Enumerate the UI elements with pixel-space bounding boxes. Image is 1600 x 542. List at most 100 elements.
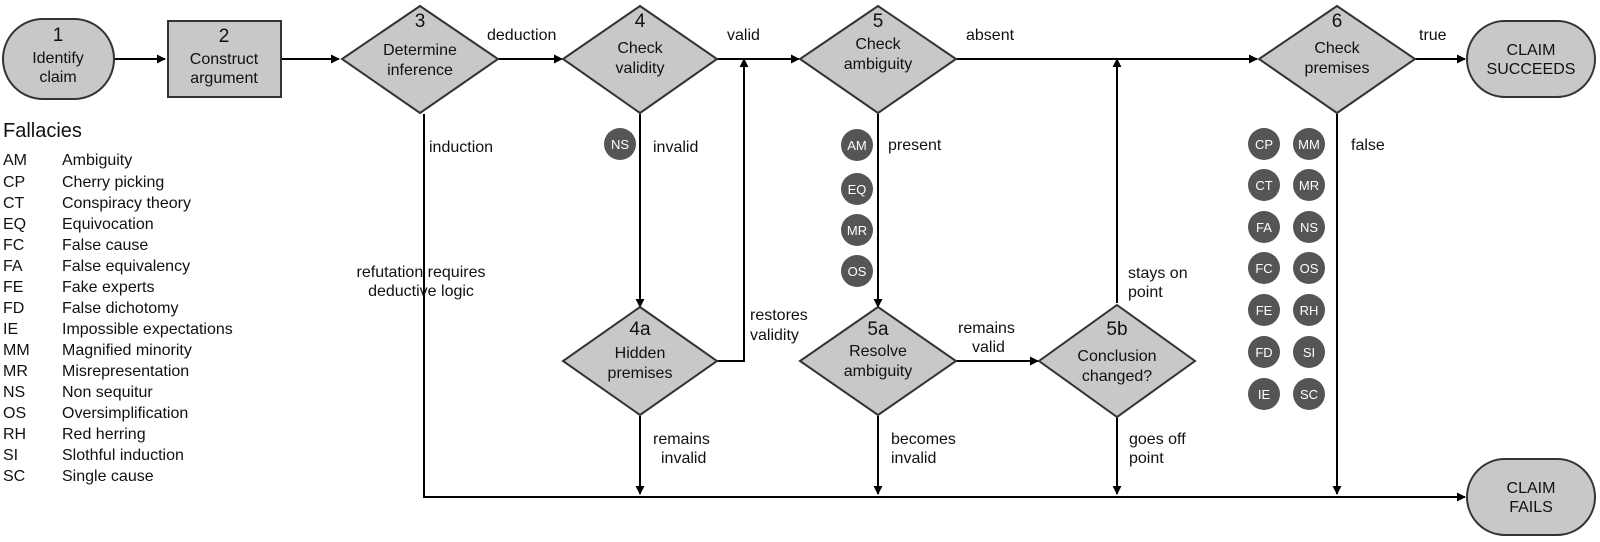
terminal-shape [1466,458,1596,536]
node-label-line2: SUCCEEDS [1487,61,1576,78]
fallacy-badge-label: SI [1303,345,1315,360]
edge-label-valid: valid [727,27,760,44]
legend-code: FD [3,300,24,317]
legend-code: FA [3,258,23,275]
decision-shape [798,305,958,417]
legend-name: Oversimplification [62,405,188,422]
legend-name: Ambiguity [62,152,132,169]
edge-label-refutation-line2: deductive logic [368,283,474,300]
node-5: 5 Check ambiguity [798,4,958,115]
node-label-line1: CLAIM [1507,480,1556,497]
fallacy-badge [1293,169,1325,201]
edges [114,54,1466,502]
fallacy-badge-label: FC [1255,261,1272,276]
edge-3-to-fails [423,114,1466,502]
fallacy-badge [841,255,873,287]
badges-step5: AM EQ MR OS [841,129,873,287]
node-label-line1: Determine [383,42,457,59]
node-label-line1: Hidden [615,345,666,362]
legend-name: Fake experts [62,279,154,296]
node-label-line1: Identify [32,50,84,67]
edge-label-invalid: invalid [653,139,698,156]
decision-shape [340,4,500,115]
legend-code: SC [3,468,25,485]
legend-title: Fallacies [3,120,82,142]
edge-label-remains-invalid-line2: invalid [661,450,706,467]
node-label-line2: changed? [1082,368,1152,385]
edge-label-goes-off-line2: point [1129,450,1164,467]
node-number: 1 [53,25,64,46]
edge-label-restores-line1: restores [750,307,808,324]
decision-shape [798,4,958,115]
node-label-line1: Check [1314,40,1360,57]
fallacy-badge [1248,252,1280,284]
legend-code: AM [3,152,27,169]
fallacy-badge-label: SC [1300,387,1318,402]
edge-labels: deduction valid absent true induction re… [357,27,1447,467]
node-number: 6 [1332,11,1343,32]
legend-name: Slothful induction [62,447,184,464]
terminal-shape [2,18,115,100]
node-claim-succeeds: CLAIM SUCCEEDS [1466,20,1596,98]
node-label-line1: Conclusion [1077,348,1156,365]
fallacy-badge [841,214,873,246]
fallacy-badge-label: CT [1255,178,1272,193]
legend-name: Misrepresentation [62,363,189,380]
node-label-line1: CLAIM [1507,42,1556,59]
fallacy-badge [1248,378,1280,410]
node-4: 4 Check validity [561,4,719,115]
fallacy-badge-label: RH [1300,303,1319,318]
legend-name: False dichotomy [62,300,179,317]
decision-shape [561,305,719,417]
edge-label-remains-invalid-line1: remains [653,431,710,448]
edge-label-stays-line2: point [1128,284,1163,301]
edge-label-remains-valid-line1: remains [958,320,1015,337]
node-label-line2: argument [190,70,258,87]
fallacy-badge [1293,211,1325,243]
edge-label-absent: absent [966,27,1015,44]
fallacy-badge [841,173,873,205]
fallacy-badge [1293,378,1325,410]
fallacy-badge-label: NS [611,137,629,152]
node-label-line1: Construct [190,51,259,68]
legend-code: FE [3,279,23,296]
node-label-line2: premises [1305,60,1370,77]
fallacy-badge-label: AM [847,138,867,153]
node-number: 5a [867,319,889,340]
legend-code: CP [3,174,25,191]
node-label-line1: Resolve [849,343,907,360]
node-number: 4a [629,319,651,340]
legend-code: SI [3,447,18,464]
legend-name: Magnified minority [62,342,192,359]
legend-code: CT [3,195,25,212]
node-5a: 5a Resolve ambiguity [798,305,958,417]
legend-name: False equivalency [62,258,190,275]
node-label-line2: FAILS [1509,499,1553,516]
node-2: 2 Construct argument [167,20,282,98]
node-number: 3 [415,11,426,32]
legend-name: Impossible expectations [62,321,233,338]
legend-code: IE [3,321,18,338]
legend-code: NS [3,384,25,401]
fallacy-badge-label: CP [1255,137,1273,152]
fallacy-badge [1248,294,1280,326]
node-label-line2: claim [39,69,76,86]
edge-label-goes-off-line1: goes off [1129,431,1186,448]
legend-name: Conspiracy theory [62,195,191,212]
fallacy-badge [1248,336,1280,368]
fallacies-legend: Fallacies AM Ambiguity CP Cherry picking… [3,120,233,485]
terminal-shape [1466,20,1596,98]
node-number: 5 [873,11,884,32]
fallacy-badge-label: OS [848,264,867,279]
badges-step4: NS [604,128,636,160]
node-3: 3 Determine inference [340,4,500,115]
node-number: 5b [1106,319,1127,340]
edge-label-becomes-invalid-line2: invalid [891,450,936,467]
fallacy-badge-label: MR [847,223,867,238]
legend-code: EQ [3,216,26,233]
node-6: 6 Check premises [1257,4,1417,115]
fallacy-badge [1293,336,1325,368]
decision-shape [1257,4,1417,115]
